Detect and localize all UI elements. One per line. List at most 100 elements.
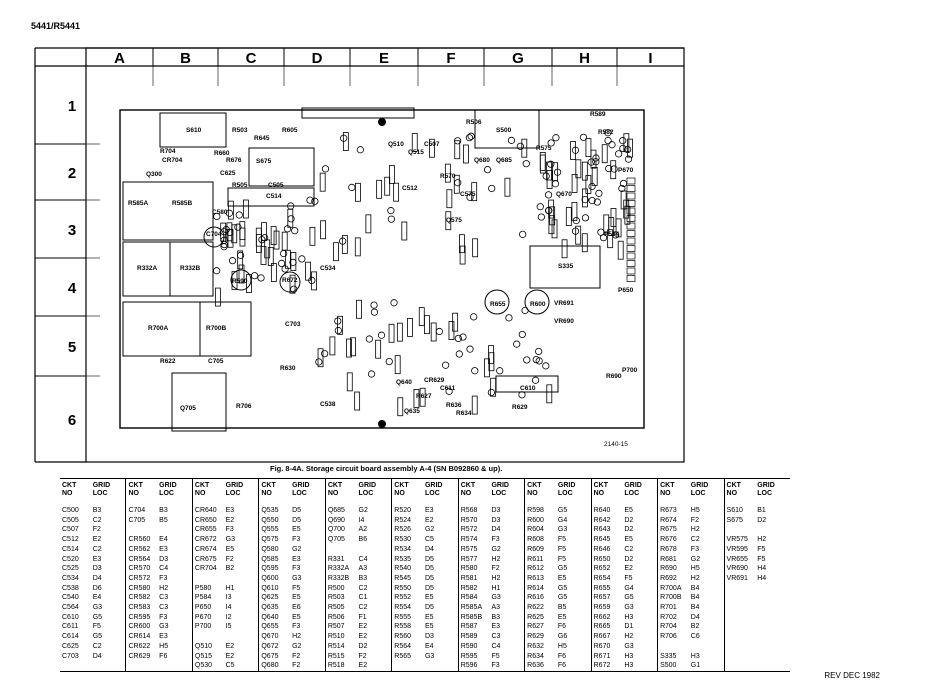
resistor-mark [539,154,546,174]
grid-location: I4 [358,516,365,524]
transistor-mark [287,202,295,210]
resistor-mark [354,237,361,257]
ckt-number: CR640 [194,507,217,514]
grid-location: B3 [358,574,368,582]
grid-location: B2 [225,565,235,573]
resistor-mark [320,220,327,240]
component-block [529,245,601,289]
grid-location: B3 [159,507,168,514]
transistor-mark [604,129,612,137]
ckt-number: R700B [660,594,682,602]
ckt-number: R604 [527,526,544,534]
board-component-label: CR704 [162,157,183,164]
ckt-number: Q530 [194,662,213,670]
grid-location: E2 [358,633,368,641]
board-component-label: C703 [285,321,301,328]
grid-location: H5 [690,565,700,573]
ckt-number: R514 [327,642,345,650]
grid-location: F5 [757,555,766,563]
grid-location: H3 [624,652,634,660]
resistor-mark [623,199,630,219]
grid-location: E2 [624,565,633,573]
board-component-label: R629 [512,404,528,411]
grid-location: B5 [557,604,567,612]
ckt-number: R552 [394,594,411,602]
ckt-number: R600 [527,516,544,524]
board-component-label: C507 [424,141,440,148]
grid-location: H5 [159,642,169,650]
grid-location [757,525,788,535]
grid-location: D2 [358,642,368,650]
ckt-number [128,525,159,535]
grid-location: F6 [557,662,567,670]
transistor-mark [547,139,555,147]
resistor-mark [546,384,553,404]
ckt-number: Q655 [261,623,279,631]
connector-pin [626,230,636,237]
grid-location: C3 [159,594,169,602]
grid-location: B2 [690,623,700,631]
resistor-mark [471,182,478,202]
transistor-mark [608,141,616,149]
grid-location: G2 [690,555,701,563]
ckt-number: R510 [327,633,345,641]
resistor-mark [585,138,592,158]
transistor-mark [604,136,612,145]
grid-location: E2 [225,652,235,660]
resistor-mark [546,161,552,181]
transistor-mark [542,362,550,370]
transistor-mark [213,212,221,221]
grid-location: D3 [424,633,434,641]
ckt-number: P700 [194,623,212,631]
grid-location: C2 [92,516,102,524]
transistor-mark [522,160,530,168]
grid-location: G5 [92,613,103,621]
ckt-number: C500 [62,507,79,514]
legend-row [195,574,256,584]
ckt-number: R652 [593,565,611,573]
grid-location: F6 [557,652,567,660]
transistor-mark [513,340,521,348]
ckt-number: R545 [394,574,411,582]
connector-pin [626,215,636,222]
grid-location: E3 [292,555,301,563]
grid-location: F2 [690,516,699,524]
resistor-mark [452,312,459,332]
board-component-label: R575 [536,145,552,152]
ckt-number: VR575 [726,536,748,544]
ckt-number: Q515 [194,652,213,660]
board-component-label: P700 [622,367,638,374]
ckt-number: Q675 [261,652,279,660]
resistor-mark [623,133,630,153]
ckt-number: R582 [460,584,478,592]
grid-location [226,574,257,584]
component-block [248,147,315,187]
transistor-mark [339,237,347,245]
grid-location: H2 [690,526,700,534]
grid-location: E3 [225,507,235,514]
ckt-number: R540 [394,565,411,573]
transistor-mark [220,243,228,251]
ckt-number: R577 [460,555,478,563]
grid-location: D5 [424,604,434,612]
transistor-mark [225,209,233,217]
ckt-number: R622 [527,604,544,612]
ckt-number: R690 [660,565,677,573]
